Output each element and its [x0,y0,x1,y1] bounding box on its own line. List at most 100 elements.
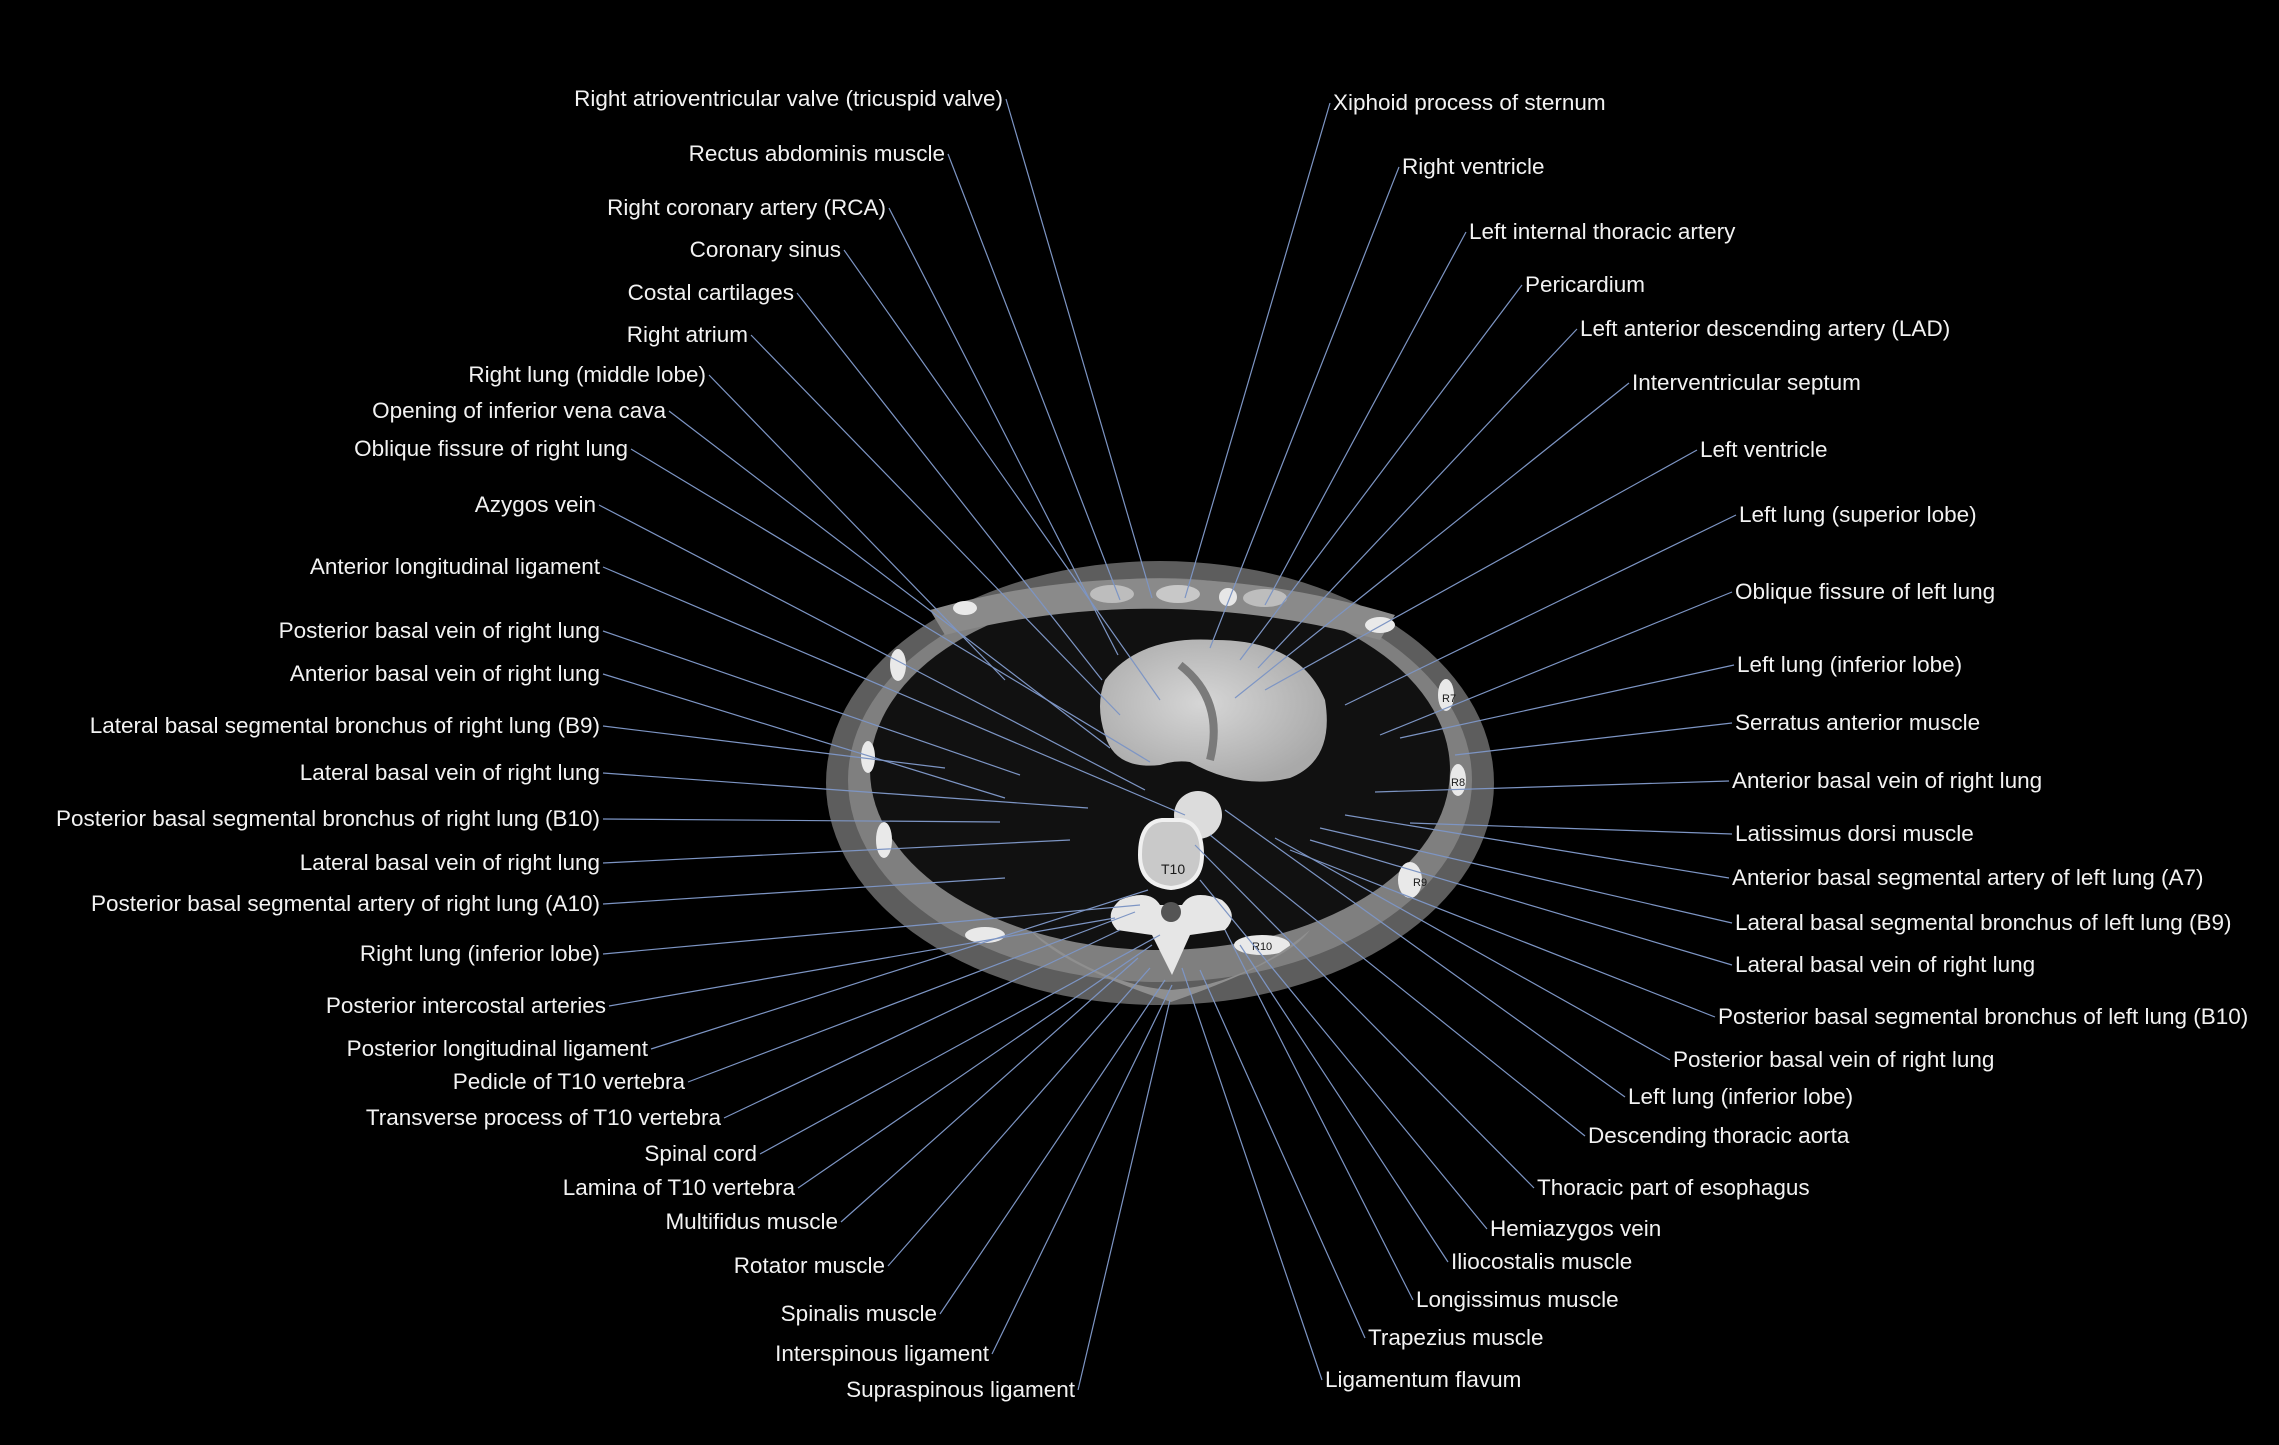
leader-left-13 [602,725,946,769]
rib-right-2 [890,649,906,681]
label-left-8: Oblique fissure of right lung [354,436,628,461]
label-right-7: Left lung (superior lobe) [1739,502,1977,527]
leader-right-12 [1409,822,1733,835]
label-right-25: Ligamentum flavum [1325,1367,1521,1392]
leader-left-8 [630,448,1151,763]
leader-right-16 [1289,849,1716,1018]
label-left-1: Rectus abdominis muscle [689,141,945,166]
leader-right-0 [1184,102,1331,599]
label-right-17: Posterior basal vein of right lung [1673,1047,1994,1072]
leader-right-24 [1199,969,1366,1339]
label-left-11: Posterior basal vein of right lung [279,618,600,643]
label-right-9: Left lung (inferior lobe) [1737,652,1962,677]
label-left-28: Interspinous ligament [775,1341,990,1366]
label-right-5: Interventricular septum [1632,370,1861,395]
leader-right-9 [1399,664,1735,739]
anatomy-labels: Right atrioventricular valve (tricuspid … [56,86,2248,1402]
label-right-12: Latissimus dorsi muscle [1735,821,1974,846]
leader-left-3 [843,249,1161,701]
leader-lines [598,98,1737,1391]
leader-right-6 [1264,449,1698,691]
label-left-3: Coronary sinus [690,237,841,262]
label-right-14: Lateral basal segmental bronchus of left… [1735,910,2232,935]
leader-left-23 [759,934,1161,1155]
label-left-15: Posterior basal segmental bronchus of ri… [56,806,600,831]
label-left-29: Supraspinous ligament [846,1377,1076,1402]
rib-right-3 [861,741,875,773]
leader-left-14 [602,772,1089,809]
leader-left-0 [1005,98,1153,599]
leader-left-6 [708,374,1006,681]
leader-right-7 [1344,514,1737,706]
leader-left-2 [888,207,1119,656]
rib-right-1 [953,601,977,615]
leader-right-4 [1257,328,1578,669]
interventricular-septum-mark [1177,661,1218,761]
leader-left-22 [723,929,1121,1119]
label-right-20: Thoracic part of esophagus [1537,1175,1810,1200]
label-left-2: Right coronary artery (RCA) [607,195,886,220]
label-right-21: Hemiazygos vein [1490,1216,1661,1241]
leader-right-19 [1209,834,1586,1137]
label-left-20: Posterior longitudinal ligament [347,1036,649,1061]
label-left-26: Rotator muscle [734,1253,885,1278]
rib-left-8b [1450,764,1466,796]
leader-right-22 [1239,944,1449,1263]
costal-cartilage-left [1243,589,1287,607]
leader-right-3 [1239,284,1523,661]
leader-left-19 [608,917,1116,1007]
label-left-10: Anterior longitudinal ligament [310,554,601,579]
rib-label-r9: R9 [1413,877,1427,889]
leader-left-5 [750,334,1121,716]
label-left-23: Spinal cord [644,1141,757,1166]
label-left-0: Right atrioventricular valve (tricuspid … [574,86,1003,111]
vertebral-body [1137,818,1205,891]
leader-left-12 [602,673,1006,799]
label-left-12: Anterior basal vein of right lung [290,661,600,686]
vertebral-arch [1110,895,1232,975]
leader-right-1 [1209,166,1400,649]
costal-cartilage-right [1090,585,1134,603]
label-right-18: Left lung (inferior lobe) [1628,1084,1853,1109]
label-right-24: Trapezius muscle [1368,1325,1543,1350]
spinal-canal [1161,902,1181,922]
label-right-0: Xiphoid process of sternum [1333,90,1606,115]
label-right-4: Left anterior descending artery (LAD) [1580,316,1950,341]
leader-left-7 [668,410,1111,749]
leader-right-10 [1454,722,1733,756]
leader-left-20 [650,889,1149,1050]
lung-fields [870,590,1450,950]
label-left-13: Lateral basal segmental bronchus of righ… [90,713,600,738]
rib-label-r8: R8 [1451,777,1465,789]
label-right-10: Serratus anterior muscle [1735,710,1980,735]
rib-right-4 [876,822,892,858]
rib-left-10 [1234,935,1290,955]
label-left-4: Costal cartilages [628,280,794,305]
leader-left-24 [797,944,1153,1189]
leader-left-9 [598,504,1146,791]
xiphoid-process [1219,588,1237,606]
label-right-2: Left internal thoracic artery [1469,219,1736,244]
label-left-27: Spinalis muscle [781,1301,937,1326]
label-right-22: Iliocostalis muscle [1451,1249,1632,1274]
rib-left-7 [1365,617,1395,633]
leader-right-5 [1234,382,1630,699]
label-right-8: Oblique fissure of left lung [1735,579,1995,604]
leader-left-29 [1077,999,1171,1391]
label-left-18: Right lung (inferior lobe) [360,941,600,966]
leader-left-11 [602,630,1021,776]
rib-left-8a [1438,679,1454,711]
leader-right-23 [1224,929,1414,1301]
leader-right-14 [1319,827,1733,924]
leader-left-25 [840,957,1139,1223]
label-left-17: Posterior basal segmental artery of righ… [91,891,600,916]
leader-right-17 [1274,837,1671,1061]
label-right-15: Lateral basal vein of right lung [1735,952,2035,977]
leader-right-13 [1344,814,1730,879]
leader-right-18 [1224,809,1626,1098]
costal-cartilage-mid [1156,585,1200,603]
leader-right-2 [1264,231,1467,606]
leader-right-15 [1309,839,1733,966]
label-left-25: Multifidus muscle [665,1209,838,1234]
